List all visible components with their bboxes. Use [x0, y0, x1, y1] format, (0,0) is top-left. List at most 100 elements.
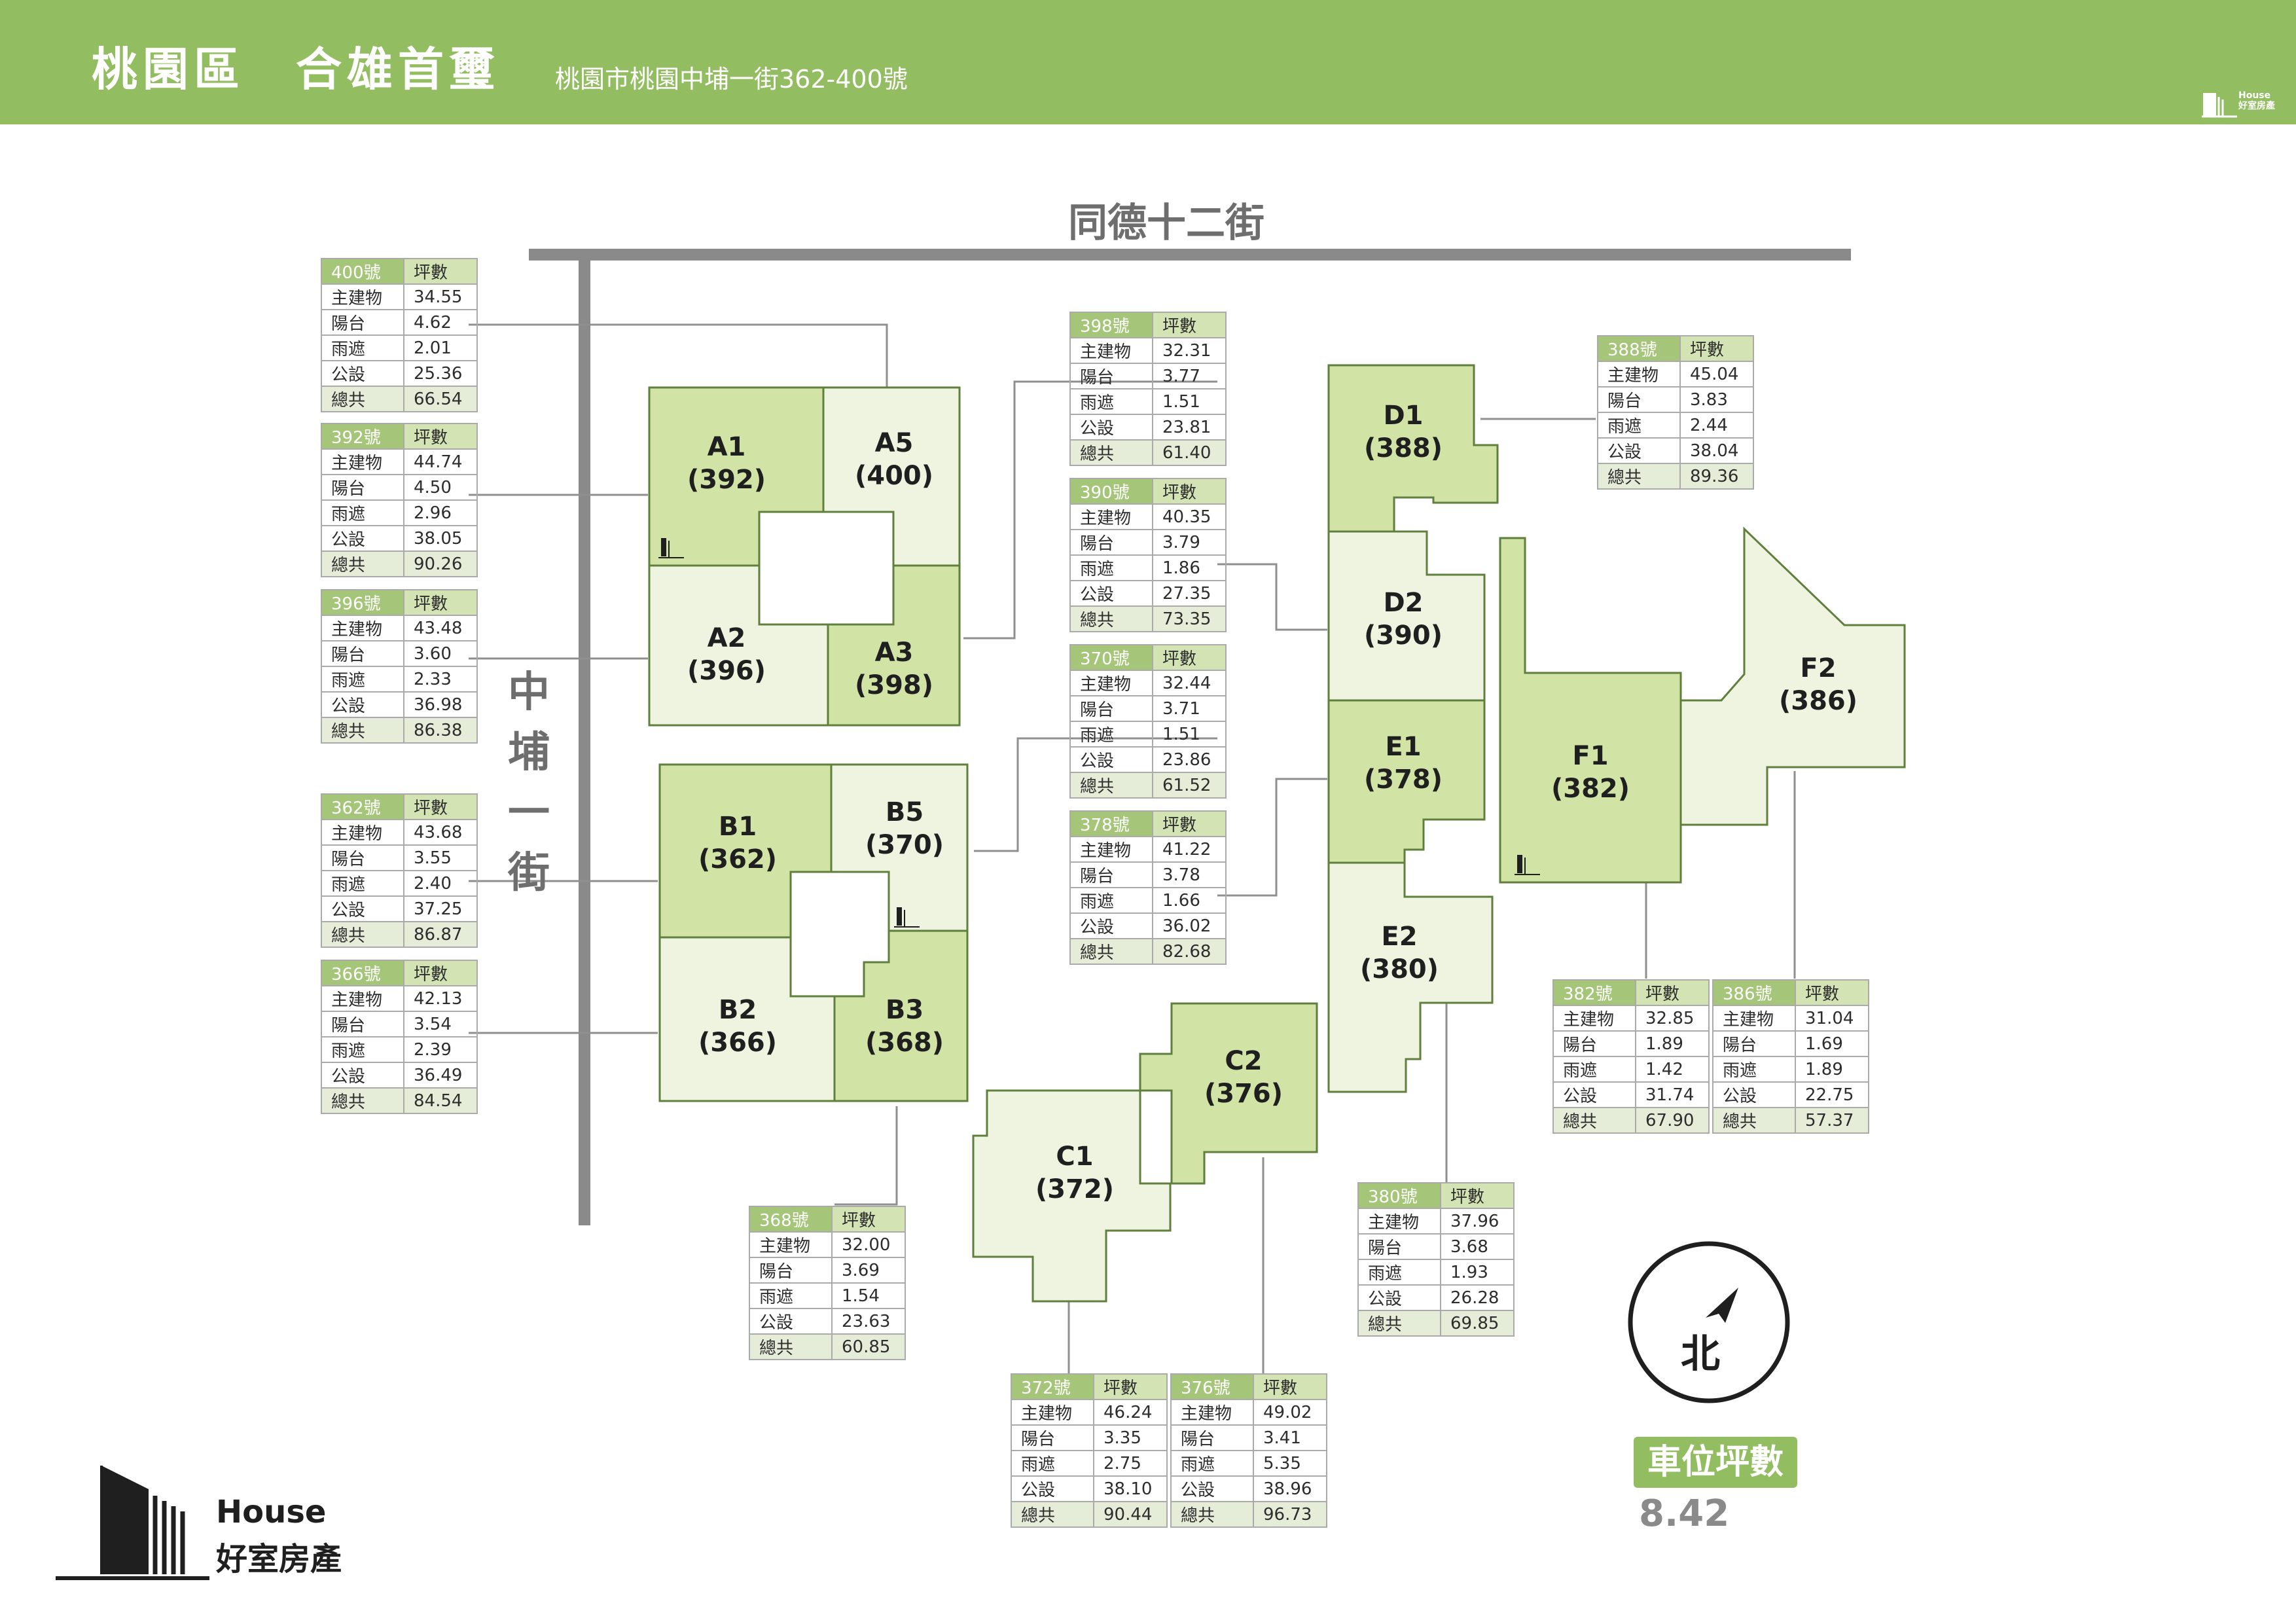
unit-code: E1	[1385, 732, 1422, 762]
unit-number: (380)	[1359, 954, 1439, 984]
row-label: 總共	[1069, 938, 1153, 965]
unit-b2-shape[interactable]	[658, 923, 836, 1102]
unit-number: (388)	[1363, 433, 1443, 463]
unit-number: (368)	[865, 1028, 944, 1058]
unit-label-a2[interactable]: A2(396)	[661, 622, 792, 687]
unit-label-b2[interactable]: B2(366)	[672, 994, 803, 1059]
unit-code: C2	[1225, 1046, 1263, 1076]
unit-c1-shape[interactable]	[972, 1089, 1172, 1303]
row-value: 31.04	[1795, 1005, 1869, 1032]
row-value: 36.98	[403, 691, 478, 718]
row-value: 3.54	[403, 1011, 478, 1038]
unit-code: D1	[1383, 401, 1424, 431]
unit-label-b1[interactable]: B1(362)	[672, 810, 803, 876]
unit-label-a3[interactable]: A3(398)	[829, 636, 960, 702]
row-label: 雨遮	[1069, 554, 1153, 581]
row-label: 公設	[1069, 912, 1153, 939]
address: 桃園市桃園中埔一街362-400號	[555, 65, 908, 94]
row-value: 2.39	[403, 1036, 478, 1063]
street-north-label: 同德十二街	[1068, 200, 1265, 246]
unit-e2-shape[interactable]	[1327, 861, 1494, 1093]
table-house-no: 366號	[321, 960, 404, 986]
row-label: 總共	[1712, 1107, 1796, 1134]
unit-b3-shape[interactable]	[833, 929, 969, 1102]
row-value: 3.79	[1152, 529, 1227, 556]
row-label: 總共	[321, 550, 404, 577]
table-unit-header: 坪數	[1152, 312, 1227, 338]
row-label: 主建物	[1011, 1399, 1094, 1426]
row-value: 61.52	[1152, 772, 1227, 799]
unit-label-b5[interactable]: B5(370)	[839, 796, 970, 861]
unit-label-e2[interactable]: E2(380)	[1334, 920, 1465, 986]
unit-label-a1[interactable]: A1(392)	[661, 431, 792, 496]
row-label: 主建物	[1597, 361, 1681, 388]
unit-c2-shape[interactable]	[1139, 1002, 1318, 1185]
row-value: 36.49	[403, 1062, 478, 1089]
row-label: 總共	[321, 921, 404, 948]
unit-number: (378)	[1363, 765, 1443, 795]
unit-code: A3	[874, 638, 914, 668]
row-value: 23.63	[831, 1308, 906, 1335]
row-label: 雨遮	[1069, 721, 1153, 748]
row-label: 主建物	[1712, 1005, 1796, 1032]
road-west	[579, 261, 590, 1225]
row-label: 雨遮	[1357, 1259, 1441, 1286]
table-house-no: 398號	[1069, 312, 1153, 338]
row-value: 26.28	[1440, 1284, 1515, 1311]
parking-area-value: 8.42	[1639, 1492, 1730, 1535]
unit-label-a5[interactable]: A5(400)	[829, 427, 960, 492]
unit-number-value: 392	[699, 465, 754, 495]
unit-label-d2[interactable]: D2(390)	[1338, 586, 1469, 652]
unit-code: C1	[1056, 1142, 1094, 1172]
row-value: 46.24	[1093, 1399, 1168, 1426]
row-value: 1.42	[1635, 1056, 1710, 1083]
row-value: 1.69	[1795, 1030, 1869, 1057]
table-unit-header: 坪數	[403, 960, 478, 986]
row-label: 陽台	[749, 1257, 833, 1284]
row-value: 2.44	[1679, 412, 1754, 439]
row-label: 雨遮	[321, 499, 404, 526]
unit-label-d1[interactable]: D1(388)	[1338, 399, 1469, 465]
row-label: 陽台	[321, 844, 404, 871]
row-value: 22.75	[1795, 1081, 1869, 1108]
row-label: 公設	[321, 525, 404, 552]
table-house-no: 386號	[1712, 979, 1796, 1006]
unit-code: F2	[1800, 653, 1837, 683]
unit-number-value: 390	[1376, 621, 1431, 651]
row-value: 37.96	[1440, 1208, 1515, 1235]
unit-a3-shape[interactable]	[827, 564, 961, 727]
row-label: 雨遮	[1069, 388, 1153, 415]
unit-label-e1[interactable]: E1(378)	[1338, 731, 1469, 796]
unit-label-c2[interactable]: C2(376)	[1178, 1045, 1309, 1110]
row-value: 38.05	[403, 525, 478, 552]
row-value: 82.68	[1152, 938, 1227, 965]
unit-label-f2[interactable]: F2(386)	[1753, 652, 1884, 717]
row-value: 4.50	[403, 474, 478, 501]
unit-f1-shape[interactable]	[1499, 537, 1682, 884]
row-label: 雨遮	[1712, 1056, 1796, 1083]
row-value: 1.51	[1152, 721, 1227, 748]
row-label: 公設	[321, 360, 404, 387]
unit-label-b3[interactable]: B3(368)	[839, 994, 970, 1059]
table-unit-header: 坪數	[1795, 979, 1869, 1006]
unit-label-f1[interactable]: F1(382)	[1525, 740, 1656, 805]
unit-label-c1[interactable]: C1(372)	[1009, 1140, 1140, 1206]
row-value: 1.93	[1440, 1259, 1515, 1286]
table-house-no: 390號	[1069, 478, 1153, 505]
header-logo-icon	[2202, 93, 2237, 118]
unit-f2-shape[interactable]	[1679, 526, 1906, 826]
table-unit-header: 坪數	[1093, 1373, 1168, 1400]
row-label: 主建物	[1069, 836, 1153, 863]
unit-number: (362)	[698, 844, 778, 875]
row-value: 3.60	[403, 640, 478, 667]
table-unit-header: 坪數	[403, 258, 478, 285]
unit-number: (376)	[1204, 1079, 1283, 1109]
table-unit-header: 坪數	[1152, 478, 1227, 505]
row-value: 43.68	[403, 819, 478, 846]
row-value: 36.02	[1152, 912, 1227, 939]
row-value: 60.85	[831, 1333, 906, 1360]
row-label: 公設	[1552, 1081, 1636, 1108]
